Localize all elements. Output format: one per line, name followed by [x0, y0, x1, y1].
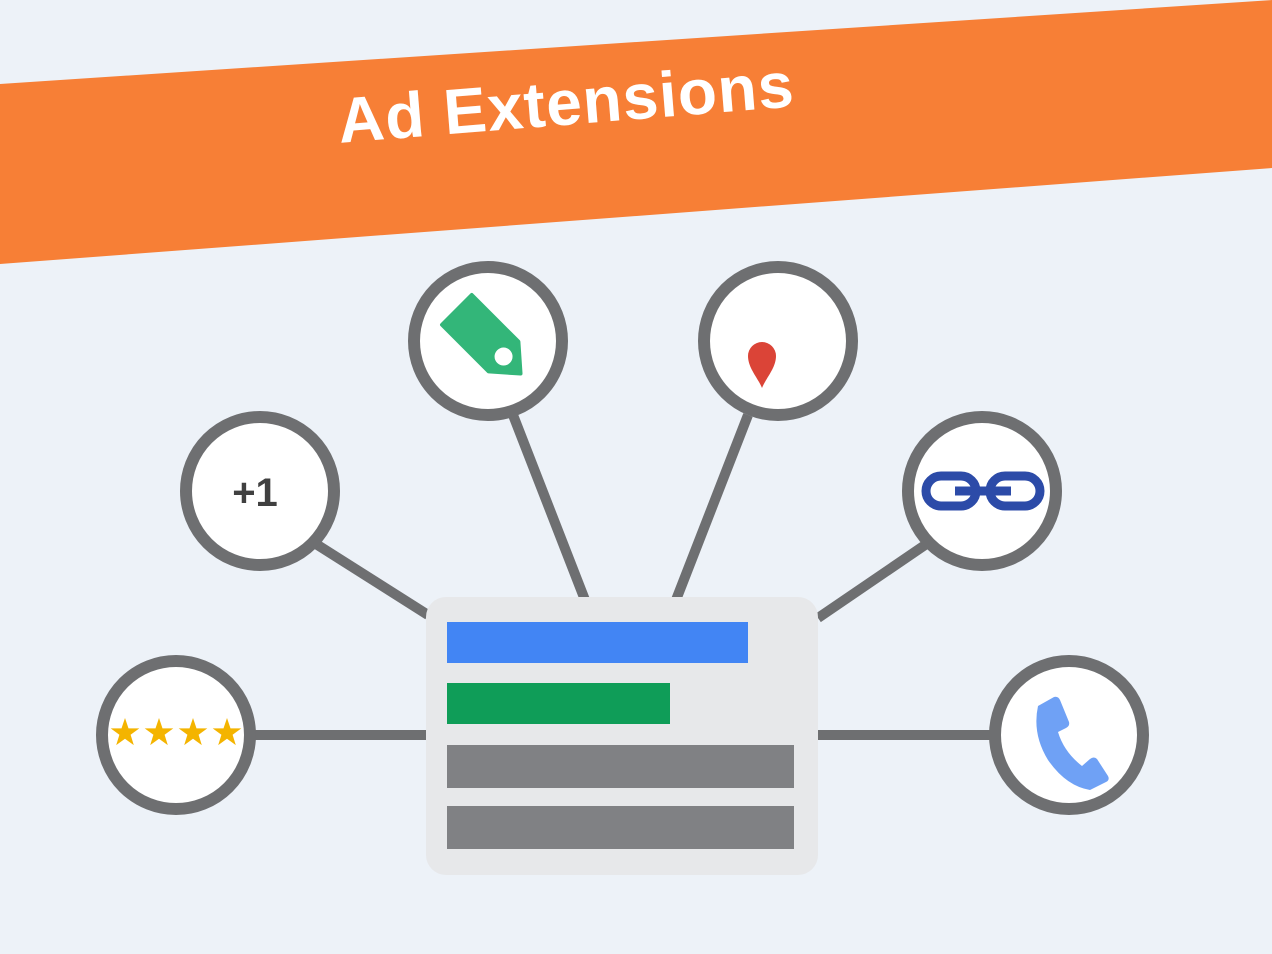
plus-one-label: +1	[232, 471, 278, 515]
location-map-node	[698, 261, 858, 421]
map-pin-icon	[748, 342, 776, 388]
ad-title-bar	[447, 622, 748, 663]
connector-plus-one	[313, 539, 431, 620]
ad-description-bar	[447, 745, 794, 788]
star-rating-icon	[110, 718, 242, 746]
phone-icon	[1036, 696, 1109, 790]
star-icon	[110, 718, 140, 746]
sitelink-node	[902, 411, 1062, 571]
price-tag-node	[408, 261, 568, 421]
call-node	[989, 655, 1149, 815]
title-banner	[0, 0, 1272, 264]
star-icon	[144, 718, 174, 746]
ad-url-bar	[447, 683, 670, 724]
connector-location-map	[671, 413, 753, 602]
star-icon	[212, 718, 242, 746]
connector-sitelink	[815, 540, 928, 623]
ad-description-bar	[447, 806, 794, 849]
star-icon	[178, 718, 208, 746]
search-ad-card	[426, 597, 818, 875]
plus-one-icon: +1	[232, 471, 278, 515]
seller-rating-node	[96, 655, 256, 815]
plus-one-node: +1	[180, 411, 340, 571]
price-tag-icon	[440, 293, 523, 376]
link-chain-icon	[921, 471, 1045, 511]
connector-price-tag	[508, 413, 590, 602]
